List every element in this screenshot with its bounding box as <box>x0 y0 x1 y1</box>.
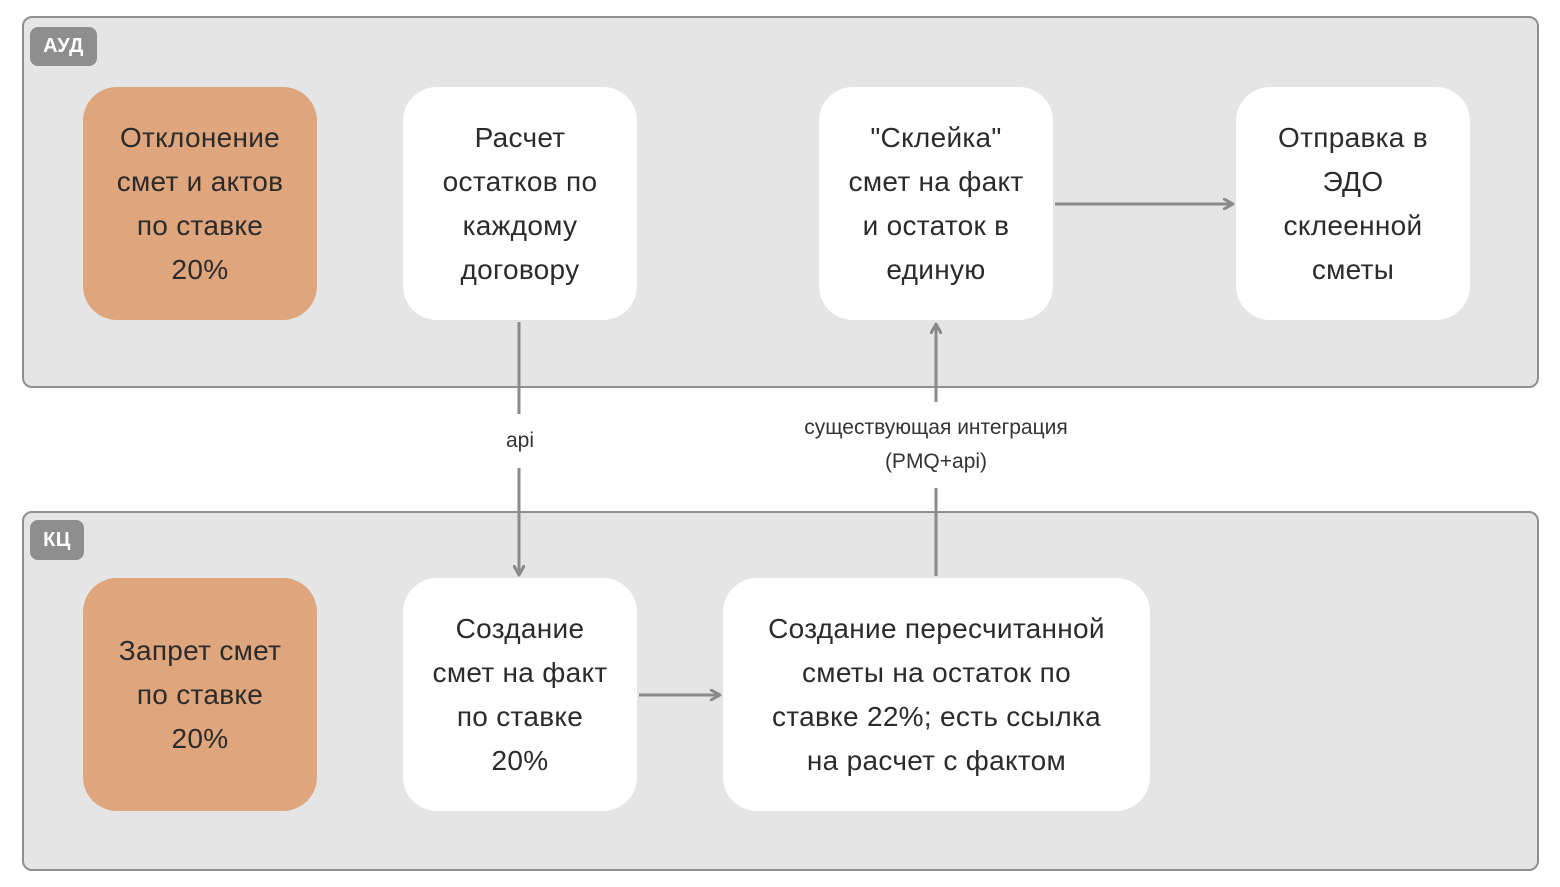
node-create-recalc-text: Создание пересчитанной сметы на остаток … <box>768 612 1105 776</box>
node-ban: Запрет смет по ставке 20% <box>83 578 317 811</box>
node-ban-text: Запрет смет по ставке 20% <box>118 634 282 754</box>
node-send-edo: Отправка в ЭДО склеенной сметы <box>1236 87 1470 320</box>
node-create-fact: Создание смет на факт по ставке 20% <box>403 578 637 811</box>
node-create-recalc: Создание пересчитанной сметы на остаток … <box>723 578 1150 811</box>
node-calc-remainders: Расчет остатков по каждому договору <box>403 87 637 320</box>
node-deviation: Отклонение смет и актов по ставке 20% <box>83 87 317 320</box>
node-calc-remainders-text: Расчет остатков по каждому договору <box>442 121 598 285</box>
node-deviation-text: Отклонение смет и актов по ставке 20% <box>116 121 284 285</box>
node-gluing-text: "Склейка" смет на факт и остаток в едину… <box>848 121 1024 285</box>
lane-kc-tag: КЦ <box>30 520 84 560</box>
edge-label-api: api <box>490 424 550 458</box>
node-create-fact-text: Создание смет на факт по ставке 20% <box>432 612 608 776</box>
node-send-edo-text: Отправка в ЭДО склеенной сметы <box>1278 121 1428 285</box>
node-gluing: "Склейка" смет на факт и остаток в едину… <box>819 87 1053 320</box>
lane-aud-tag: АУД <box>30 27 97 66</box>
edge-label-integration: существующая интеграция (PMQ+api) <box>766 411 1106 479</box>
